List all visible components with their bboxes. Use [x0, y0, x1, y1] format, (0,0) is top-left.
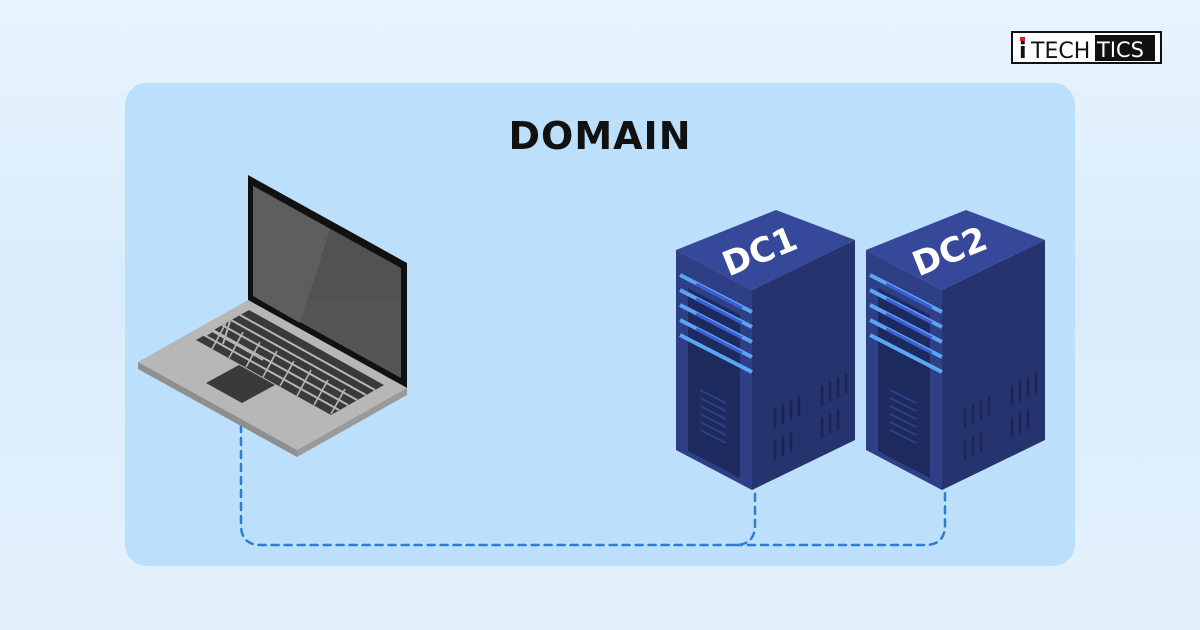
- logo-wordmark: i TECH TICS: [1019, 34, 1155, 61]
- connectors: [239, 423, 947, 547]
- logo-suffix: TICS: [1096, 38, 1144, 61]
- laptop-icon: [138, 175, 407, 457]
- edge-laptop-dc1: [239, 423, 757, 547]
- server-dc1: DC1: [676, 210, 855, 490]
- logo-prefix: i: [1019, 39, 1027, 61]
- itechtics-logo: i TECH TICS: [1011, 31, 1162, 64]
- logo-main: TECH: [1030, 39, 1090, 61]
- domain-title: DOMAIN: [508, 114, 692, 158]
- server-dc2: DC2: [866, 210, 1045, 490]
- edge-laptop-dc2: [733, 486, 947, 547]
